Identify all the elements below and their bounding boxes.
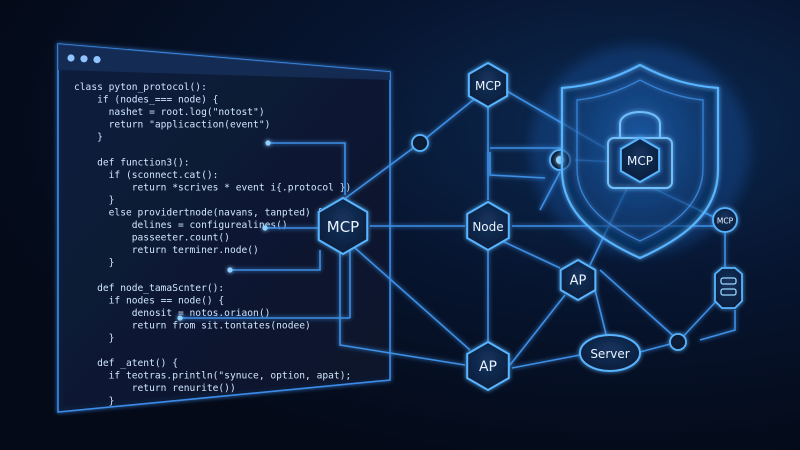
link-endpoints: [177, 140, 271, 321]
mcp-shield-node[interactable]: MCP: [619, 136, 661, 184]
link: [509, 294, 566, 366]
window-dot-icon[interactable]: [80, 55, 88, 63]
code-line: }: [74, 258, 114, 269]
code-line: class pyton_protocol():: [74, 82, 207, 93]
link: [230, 250, 321, 271]
code-line: nashet = root.log("notost"): [74, 107, 265, 118]
code-line: if nodes == node() {: [74, 295, 224, 306]
code-line: else providertnode(navans, tanpted) {: [74, 208, 322, 219]
endpoint-dot: [265, 140, 271, 146]
node-center-node[interactable]: Node: [466, 200, 510, 252]
code-line: return from sit.tontates(nodee): [74, 320, 311, 331]
code-window-titlebar: [58, 44, 390, 80]
code-line: def _atent() {: [74, 358, 178, 369]
link: [677, 294, 723, 343]
junction-node[interactable]: [669, 333, 687, 351]
code-line: }: [74, 195, 114, 206]
code-lines: class pyton_protocol(): if (nodes_=== no…: [74, 82, 351, 407]
code-line: return terminer.node(): [74, 245, 259, 256]
mcp-left-label: MCP: [327, 218, 359, 236]
mcp-small-node[interactable]: MCP: [712, 207, 738, 233]
code-line: }: [74, 333, 114, 344]
window-dot-icon[interactable]: [93, 56, 101, 64]
mcp-shield-label: MCP: [627, 154, 653, 168]
server-node[interactable]: Server: [579, 334, 641, 372]
code-line: return *scrives * event i{.protocol }): [74, 182, 351, 193]
code-line: passeeter.count(): [74, 233, 230, 244]
endpoint-dot: [227, 267, 233, 273]
link: [699, 310, 736, 341]
hex-shape: [466, 340, 510, 392]
code-line: if (sconnect.cat():: [74, 170, 218, 181]
code-line: }: [74, 396, 114, 407]
link: [511, 354, 581, 369]
code-line: return "applicaction(event"): [74, 120, 270, 131]
mcp-left-node[interactable]: MCP: [317, 196, 369, 256]
code-line: denosit = notos.oriaon(): [74, 308, 270, 319]
mcp-top-label: MCP: [475, 79, 501, 93]
link: [539, 171, 561, 211]
link: [599, 269, 679, 341]
code-line: def function3():: [74, 157, 190, 168]
code-line: if (nodes_=== node) {: [74, 95, 218, 106]
ap-right-node[interactable]: AP: [559, 258, 597, 302]
mcp-small-label: MCP: [717, 217, 734, 226]
link: [268, 142, 346, 195]
code-line: return renurite()): [74, 383, 236, 394]
junction-node[interactable]: [411, 134, 429, 152]
code-window: class pyton_protocol(): if (nodes_=== no…: [57, 43, 391, 413]
link: [354, 247, 471, 351]
ap-right-label: AP: [570, 274, 587, 289]
endpoint-dot: [262, 225, 268, 231]
ap-bottom-node[interactable]: AP: [466, 340, 510, 392]
hex-shape: [619, 136, 661, 184]
hex-shape: [466, 200, 510, 252]
hex-shape: [559, 258, 597, 302]
endpoint-dot: [177, 315, 183, 321]
node-center-label: Node: [472, 220, 503, 234]
code-line: if teotras.println("synuce, option, apat…: [74, 371, 351, 382]
server-stack-icon[interactable]: [714, 267, 743, 309]
link: [489, 152, 546, 179]
code-line: def node_tamaScnter():: [74, 283, 224, 294]
code-line: delines = configurealines(): [74, 220, 288, 231]
mcp-top-node[interactable]: MCP: [467, 61, 509, 109]
hex-shape: [467, 61, 509, 109]
server-label: Server: [590, 347, 629, 361]
hex-shape: [317, 196, 369, 256]
code-line: }: [74, 132, 103, 143]
ap-bottom-label: AP: [479, 359, 497, 375]
link: [499, 239, 561, 269]
link: [339, 252, 466, 366]
window-dot-icon[interactable]: [67, 54, 75, 62]
hex-nodes: MCP MCP Node MCP AP AP: [317, 61, 661, 392]
